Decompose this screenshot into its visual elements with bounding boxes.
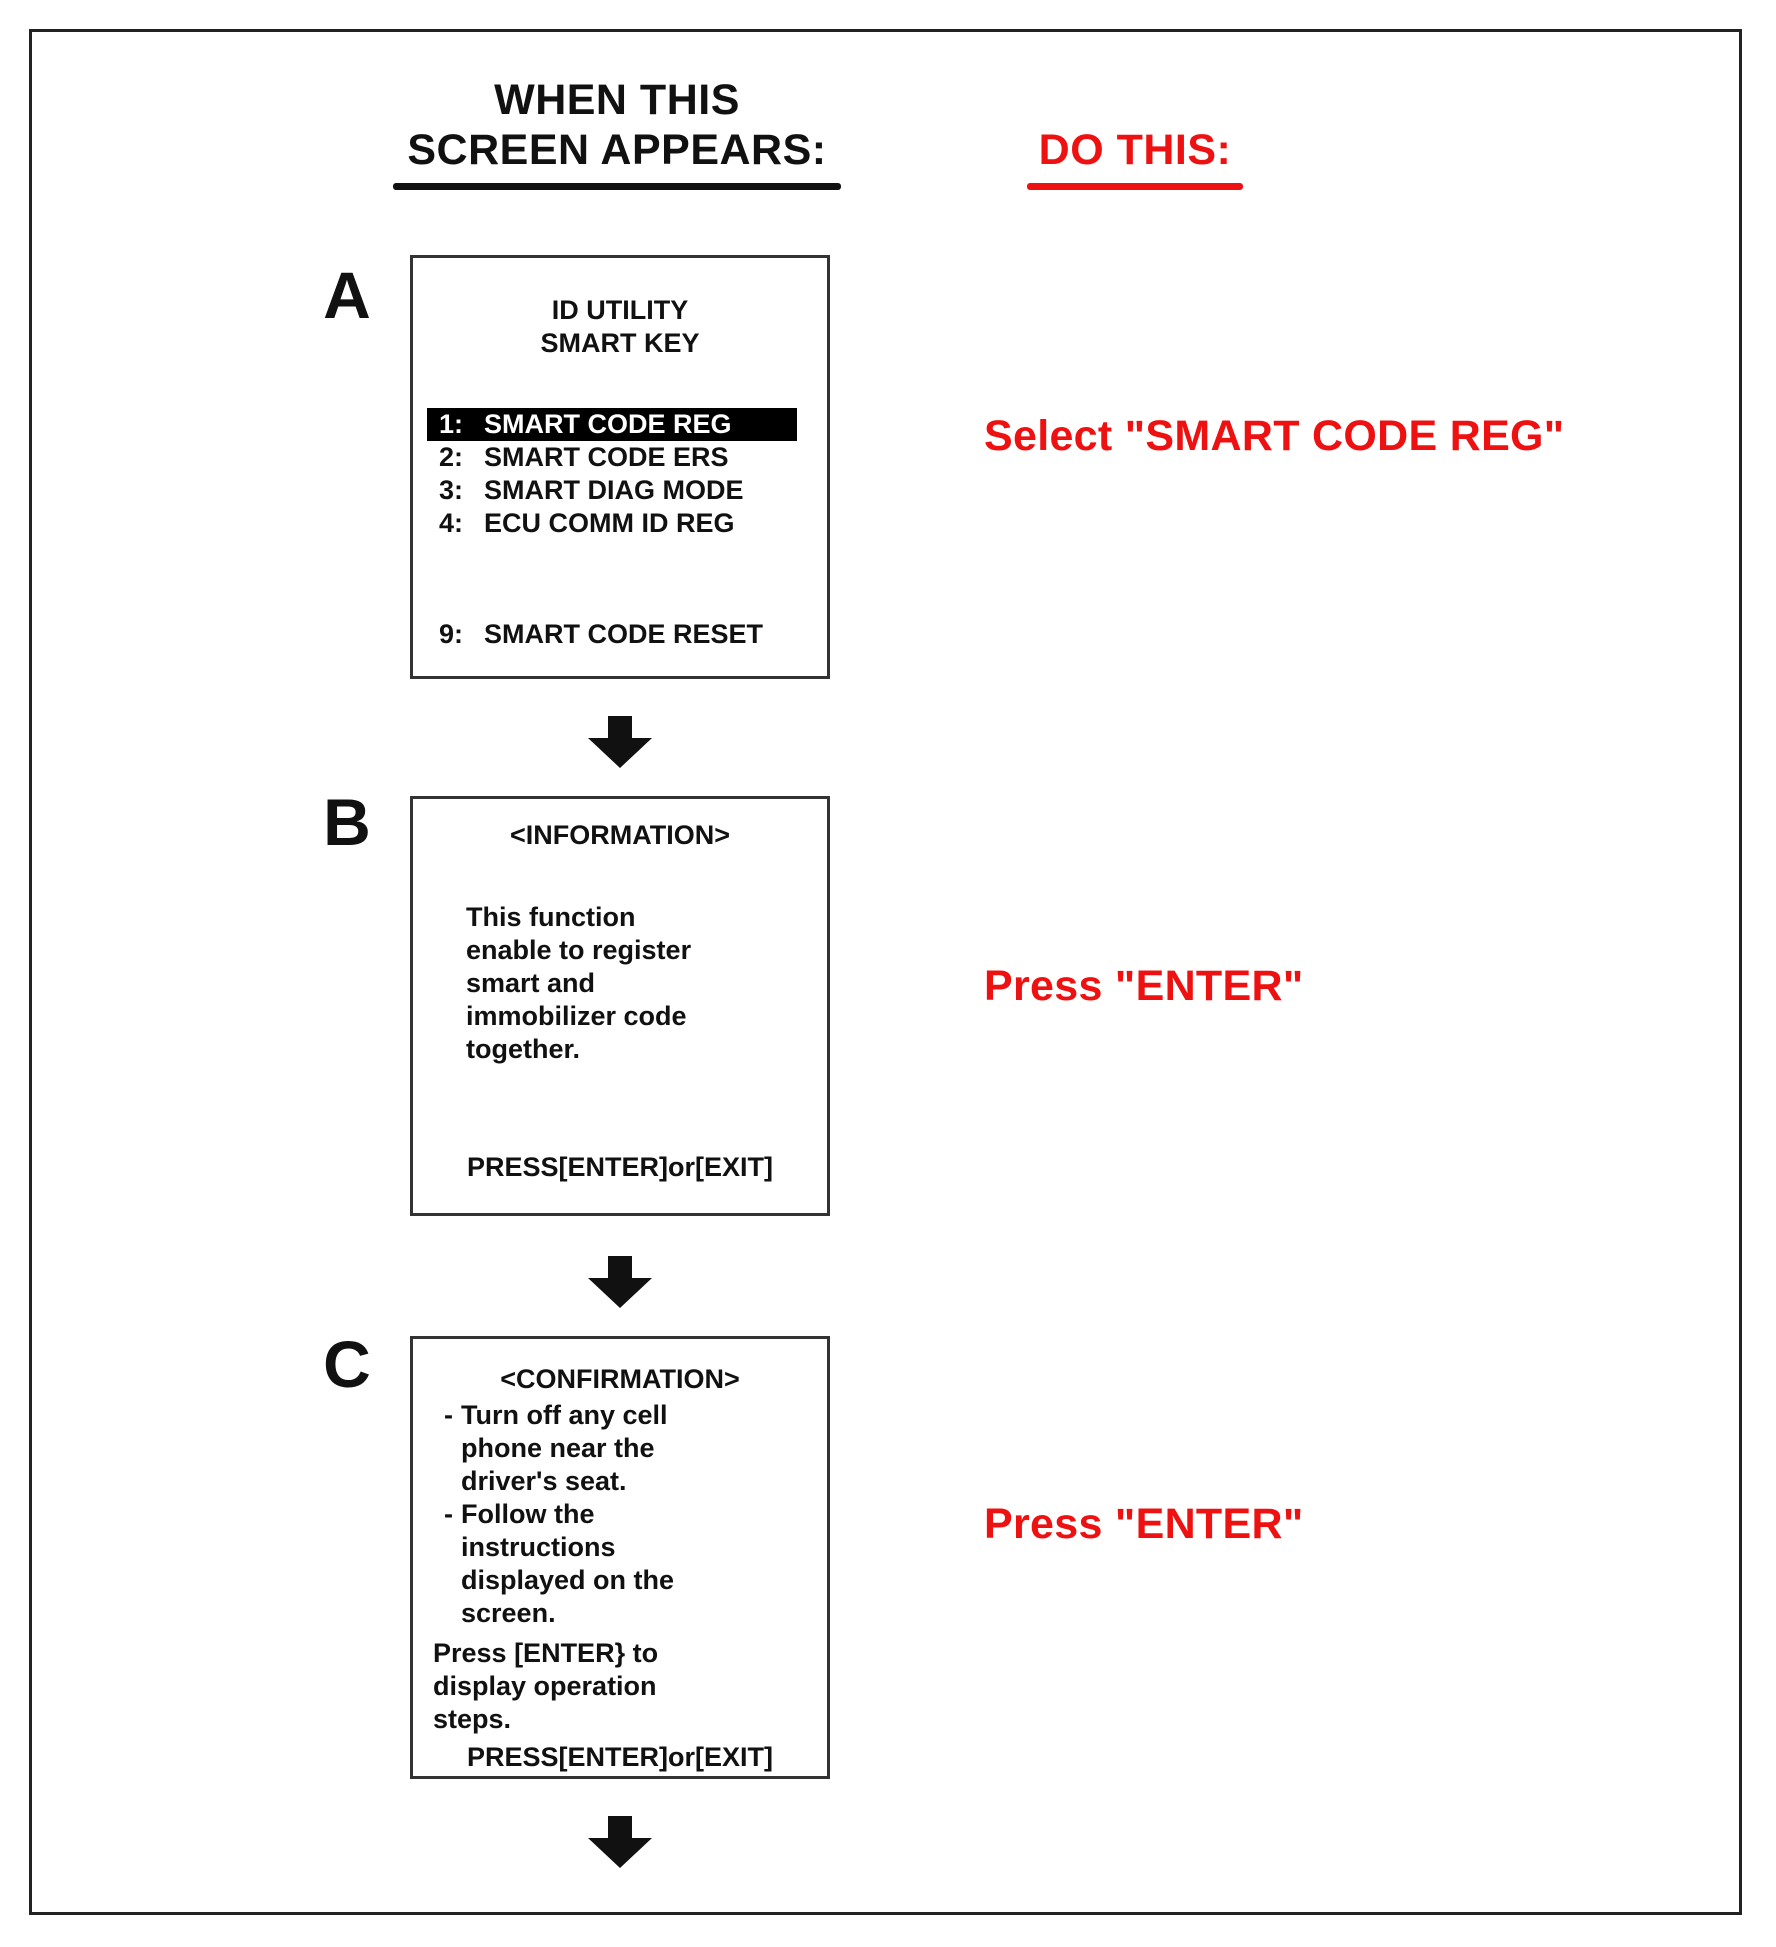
- screen-a-title: ID UTILITY SMART KEY: [413, 294, 827, 360]
- step-letter-a: A: [323, 258, 371, 332]
- screen-b-body-line: enable to register: [466, 935, 692, 965]
- menu-item-smart-diag-mode[interactable]: 3: SMART DIAG MODE: [427, 474, 797, 507]
- screen-c-footer: PRESS[ENTER]or[EXIT]: [466, 1742, 774, 1772]
- column-header-action-underline: [1027, 183, 1243, 190]
- column-header-screen-line1: WHEN THIS: [494, 76, 740, 124]
- screen-a: ID UTILITY SMART KEY 1: SMART CODE REG 2:…: [410, 255, 830, 679]
- press-text-line: Press [ENTER} to: [433, 1638, 659, 1668]
- menu-item-label: SMART CODE RESET: [484, 619, 764, 649]
- menu-item-label: SMART CODE REG: [484, 409, 732, 439]
- menu-item-number: 9:: [439, 619, 464, 649]
- bullet-line: screen.: [461, 1598, 556, 1628]
- bullet-line: instructions: [461, 1532, 616, 1562]
- press-text-line: steps.: [433, 1704, 512, 1734]
- column-header-screen-line2: SCREEN APPEARS:: [407, 126, 827, 174]
- screen-c-bullet: - Follow the instructions displayed on t…: [444, 1498, 814, 1630]
- menu-item-ecu-comm-id-reg[interactable]: 4: ECU COMM ID REG: [427, 507, 797, 540]
- screen-a-title-line1: ID UTILITY: [551, 295, 689, 325]
- bullet-dash: -: [444, 1400, 453, 1430]
- bullet-line: phone near the: [461, 1433, 655, 1463]
- screen-a-title-line2: SMART KEY: [540, 328, 700, 358]
- bullet-dash: -: [444, 1499, 453, 1529]
- screen-c-press-text: Press [ENTER} to display operation steps…: [433, 1637, 813, 1736]
- screen-b-body-line: This function: [466, 902, 636, 932]
- screen-b-body-line: immobilizer code: [466, 1001, 687, 1031]
- screen-b-body: This function enable to register smart a…: [466, 901, 786, 1066]
- screen-c-bullets: - Turn off any cell phone near the drive…: [444, 1399, 814, 1630]
- arrow-down-icon: [588, 716, 652, 768]
- arrow-down-icon: [588, 1816, 652, 1868]
- menu-item-label: SMART DIAG MODE: [484, 475, 744, 505]
- menu-item-number: 3:: [439, 475, 464, 505]
- screen-c-bullet: - Turn off any cell phone near the drive…: [444, 1399, 814, 1498]
- menu-item-number: 2:: [439, 442, 464, 472]
- step-letter-b: B: [323, 785, 371, 859]
- screen-b-body-line: smart and: [466, 968, 596, 998]
- screen-b-title: <INFORMATION>: [509, 820, 730, 850]
- action-b: Press "ENTER": [984, 962, 1304, 1010]
- column-header-action: DO THIS:: [1038, 126, 1232, 174]
- screen-c: <CONFIRMATION> - Turn off any cell phone…: [410, 1336, 830, 1779]
- action-c: Press "ENTER": [984, 1500, 1304, 1548]
- screen-b: <INFORMATION> This function enable to re…: [410, 796, 830, 1216]
- column-header-screen-underline: [393, 183, 841, 190]
- screen-b-body-line: together.: [466, 1034, 581, 1064]
- bullet-line: Turn off any cell: [461, 1400, 668, 1430]
- press-text-line: display operation: [433, 1671, 657, 1701]
- step-letter-c: C: [323, 1327, 371, 1401]
- menu-item-number: 4:: [439, 508, 464, 538]
- menu-item-smart-code-reg[interactable]: 1: SMART CODE REG: [427, 408, 797, 441]
- menu-item-number: 1:: [439, 409, 464, 439]
- page-frame: [29, 29, 1742, 1915]
- menu-item-smart-code-reset[interactable]: 9: SMART CODE RESET: [439, 618, 763, 651]
- bullet-line: driver's seat.: [461, 1466, 627, 1496]
- bullet-line: Follow the: [461, 1499, 595, 1529]
- menu-item-label: SMART CODE ERS: [484, 442, 729, 472]
- menu-item-smart-code-ers[interactable]: 2: SMART CODE ERS: [427, 441, 797, 474]
- screen-a-menu: 1: SMART CODE REG 2: SMART CODE ERS 3: SMAR…: [427, 408, 797, 540]
- bullet-line: displayed on the: [461, 1565, 675, 1595]
- screen-c-title: <CONFIRMATION>: [500, 1364, 740, 1394]
- action-a: Select "SMART CODE REG": [984, 412, 1565, 460]
- column-header-screen: WHEN THIS SCREEN APPEARS:: [393, 75, 841, 175]
- arrow-down-icon: [588, 1256, 652, 1308]
- menu-item-label: ECU COMM ID REG: [484, 508, 735, 538]
- screen-b-footer: PRESS[ENTER]or[EXIT]: [466, 1152, 774, 1182]
